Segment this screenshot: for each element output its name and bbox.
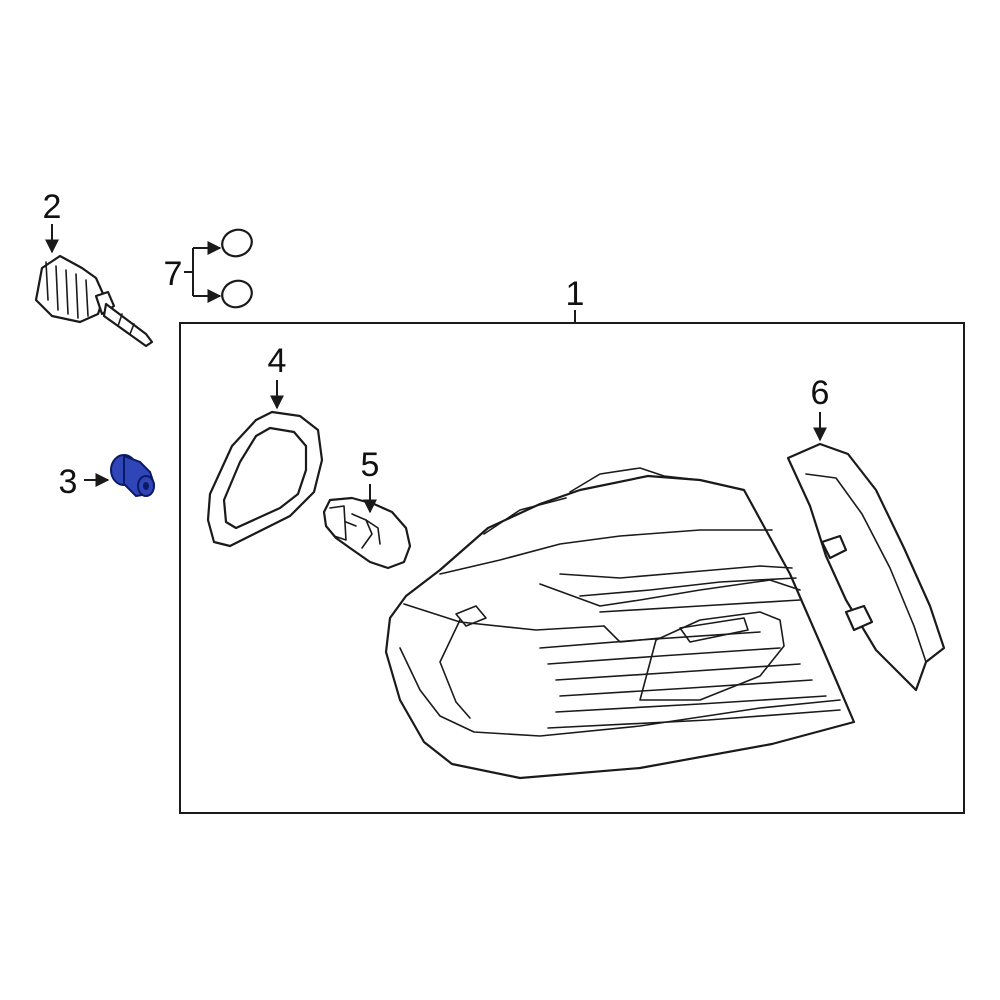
assembly-frame xyxy=(179,322,965,814)
callout-2[interactable]: 2 xyxy=(43,188,62,226)
part-7-o-rings[interactable] xyxy=(218,226,255,312)
callout-7-bracket xyxy=(184,248,194,296)
callout-4[interactable]: 4 xyxy=(268,342,287,380)
part-3-nut[interactable] xyxy=(110,454,156,498)
callout-3[interactable]: 3 xyxy=(59,463,78,501)
part-2-socket[interactable] xyxy=(34,254,154,348)
part-5-bulb[interactable] xyxy=(322,496,412,570)
part-1-tail-lamp[interactable] xyxy=(384,467,856,780)
part-4-gasket[interactable] xyxy=(206,410,324,548)
callout-6[interactable]: 6 xyxy=(811,374,830,412)
callout-1[interactable]: 1 xyxy=(566,275,585,313)
callout-7[interactable]: 7 xyxy=(164,255,183,293)
callout-5[interactable]: 5 xyxy=(361,446,380,484)
part-6-seal[interactable] xyxy=(786,442,946,692)
